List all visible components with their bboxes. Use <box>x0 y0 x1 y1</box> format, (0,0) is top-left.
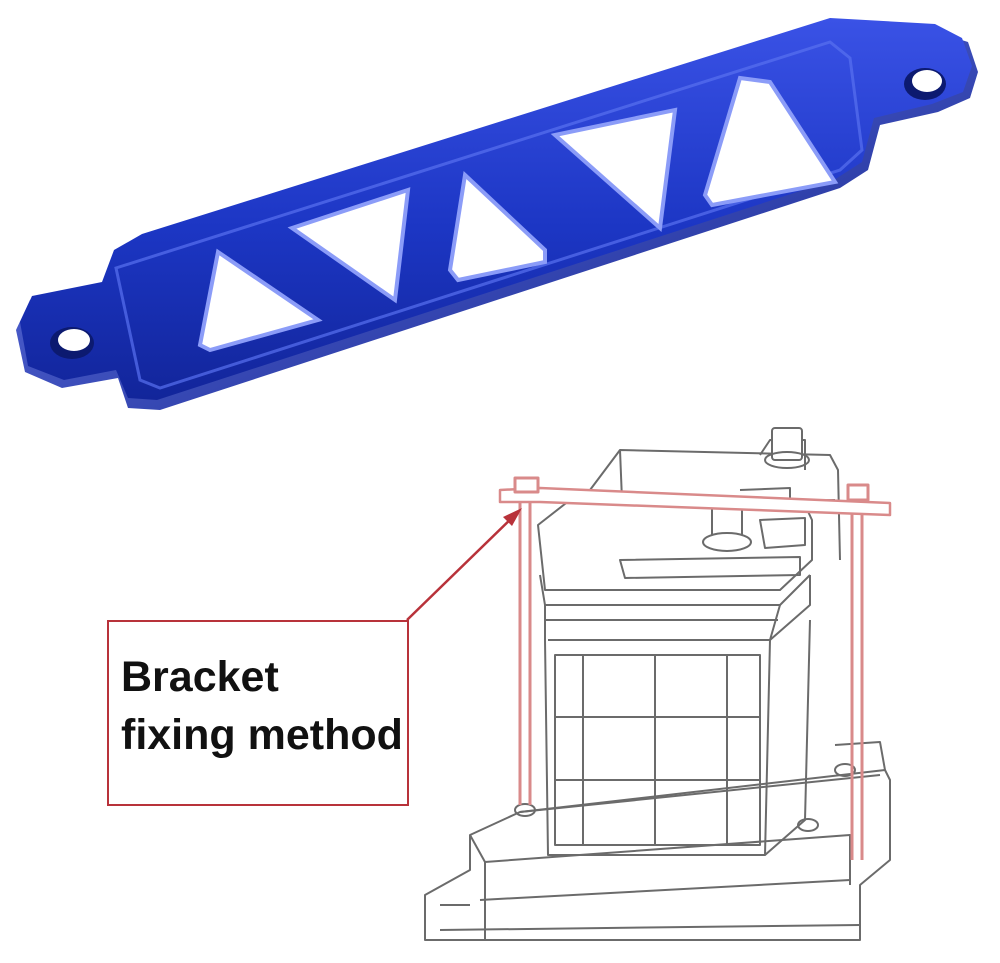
battery-diagram <box>424 427 892 941</box>
hold-down-rods <box>498 476 892 860</box>
battery-bracket-image <box>16 18 978 410</box>
callout-arrow <box>406 508 522 621</box>
battery-main <box>537 499 813 856</box>
callout-line-2: fixing method <box>121 711 403 759</box>
callout-label: Bracket fixing method <box>121 648 406 764</box>
callout-box: Bracket fixing method <box>107 620 409 806</box>
bracket-inner-plate <box>114 40 864 390</box>
bracket-cutouts <box>197 75 839 353</box>
battery-tray <box>424 741 891 941</box>
callout-line-1: Bracket <box>121 653 279 701</box>
